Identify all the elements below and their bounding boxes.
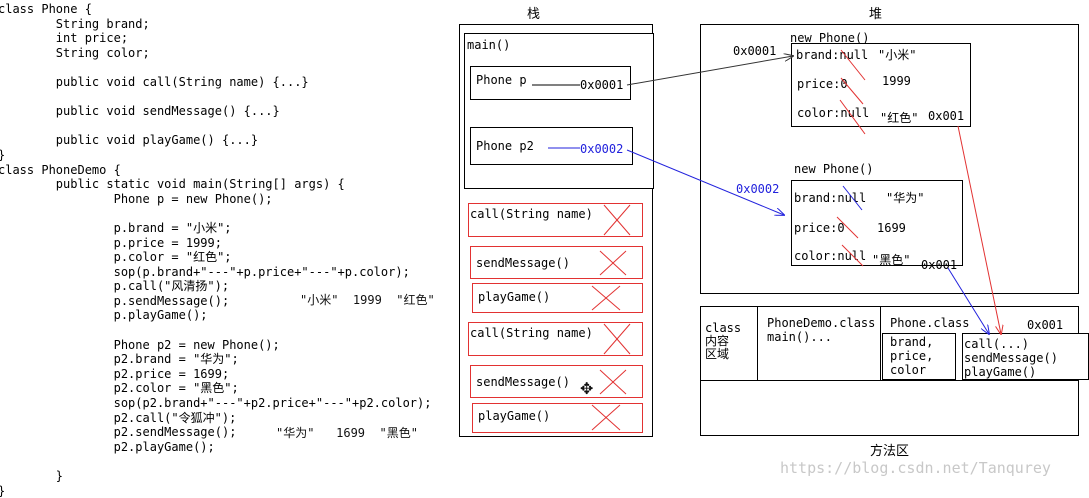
class-region-divider: [757, 306, 758, 380]
code-line: [0, 60, 431, 75]
phone-fields-box: [882, 333, 956, 380]
call-frame-2-label: call(String name): [470, 326, 593, 340]
demo-class-label: PhoneDemo.class: [767, 316, 876, 330]
source-code: class Phone { String brand; int price; S…: [0, 2, 431, 498]
var-p2-box: [470, 127, 633, 165]
main-frame-label: main(): [467, 38, 511, 52]
phone-class-label: Phone.class: [890, 316, 970, 330]
obj2-color: color:null: [794, 249, 867, 263]
code-line: String brand;: [0, 16, 150, 31]
obj2-color-value: "黑色": [872, 253, 911, 267]
obj1-brand-value: "小米": [878, 48, 917, 62]
call-frame-1-label: call(String name): [470, 207, 593, 221]
phone-class-address: 0x001: [1027, 318, 1064, 332]
heap-title: 堆: [869, 7, 883, 22]
code-line: p.brand = "小米";: [0, 220, 232, 235]
code-line: Phone p = new Phone();: [0, 191, 273, 206]
code-line: [0, 323, 431, 338]
phone-methods-box: [962, 333, 1089, 380]
code-line: String color;: [0, 45, 150, 60]
phone-fields: brand, price, color: [890, 335, 934, 377]
code-line: p2.color = "黑色";: [0, 381, 239, 396]
obj1-header: new Phone(): [790, 31, 870, 45]
code-line: p2.brand = "华为";: [0, 352, 239, 367]
obj1-color-value: "红色": [880, 111, 919, 125]
obj2-address: 0x0002: [736, 182, 780, 196]
code-line: [0, 90, 431, 105]
code-line: p.playGame();: [0, 308, 208, 323]
code-line: p2.price = 1699;: [0, 366, 230, 381]
obj1-box: [791, 43, 971, 127]
output-p2: "华为" 1699 "黑色": [276, 426, 418, 440]
stack-title: 栈: [527, 7, 541, 22]
var-p2-address: 0x0002: [580, 142, 624, 156]
code-line: p.price = 1999;: [0, 235, 222, 250]
code-line: p2.playGame();: [0, 439, 215, 454]
code-line: [0, 454, 431, 469]
code-line: sop(p2.brand+"---"+p2.price+"---"+p2.col…: [0, 396, 432, 411]
obj2-price-value: 1699: [877, 221, 906, 235]
obj1-brand: brand:null: [796, 48, 869, 62]
var-p-box: [470, 66, 631, 100]
watermark: https://blog.csdn.net/Tanqurey: [780, 459, 1051, 477]
code-line: public void sendMessage() {...}: [0, 104, 280, 119]
code-line: }: [0, 148, 431, 163]
method-area-title: 方法区: [870, 444, 910, 459]
obj2-method-address: 0x001: [921, 258, 958, 272]
send-frame-2-label: sendMessage(): [476, 375, 570, 389]
obj2-brand: brand:null: [794, 191, 867, 205]
phone-methods: call(...) sendMessage() playGame(): [964, 337, 1058, 379]
obj2-brand-value: "华为": [886, 191, 925, 205]
obj2-price: price:0: [794, 221, 845, 235]
class-region-label: class 内容 区域: [705, 321, 742, 361]
demo-class-divider: [880, 306, 881, 380]
obj2-box: [791, 180, 963, 266]
code-line: int price;: [0, 31, 129, 46]
obj1-color: color:null: [797, 106, 870, 120]
output-p: "小米" 1999 "红色": [300, 293, 435, 307]
code-line: [0, 119, 431, 134]
obj1-method-address: 0x001: [928, 109, 965, 123]
code-line: p.call("风清扬");: [0, 279, 230, 294]
code-line: p.sendMessage();: [0, 293, 230, 308]
method-area-divider: [700, 380, 1079, 381]
code-line: class Phone {: [0, 2, 92, 16]
code-line: public void call(String name) {...}: [0, 74, 309, 89]
demo-main-label: main()...: [767, 330, 833, 344]
code-line: public static void main(String[] args) {: [0, 177, 345, 192]
code-line: class PhoneDemo {: [0, 162, 121, 177]
obj1-price: price:0: [797, 77, 848, 91]
send-frame-1-label: sendMessage(): [476, 256, 570, 270]
code-line: }: [0, 469, 64, 483]
obj1-address: 0x0001: [733, 44, 777, 58]
code-line: Phone p2 = new Phone();: [0, 337, 280, 352]
var-p2-label: Phone p2: [476, 139, 534, 153]
code-line: public void playGame() {...}: [0, 133, 259, 148]
code-line: sop(p.brand+"---"+p.price+"---"+p.color)…: [0, 264, 410, 279]
obj1-price-value: 1999: [882, 74, 911, 88]
code-line: p.color = "红色";: [0, 250, 232, 265]
play-frame-1-label: playGame(): [478, 290, 551, 304]
var-p-address: 0x0001: [580, 78, 624, 92]
code-line: }: [0, 484, 431, 498]
move-cursor-icon: ✥: [580, 379, 594, 398]
obj2-header: new Phone(): [794, 162, 874, 176]
main-frame: [464, 33, 654, 189]
play-frame-2-label: playGame(): [478, 409, 551, 423]
code-line: [0, 206, 431, 221]
code-line: p2.call("令狐冲");: [0, 410, 237, 425]
code-line: p2.sendMessage();: [0, 425, 237, 440]
var-p-label: Phone p: [476, 73, 527, 87]
